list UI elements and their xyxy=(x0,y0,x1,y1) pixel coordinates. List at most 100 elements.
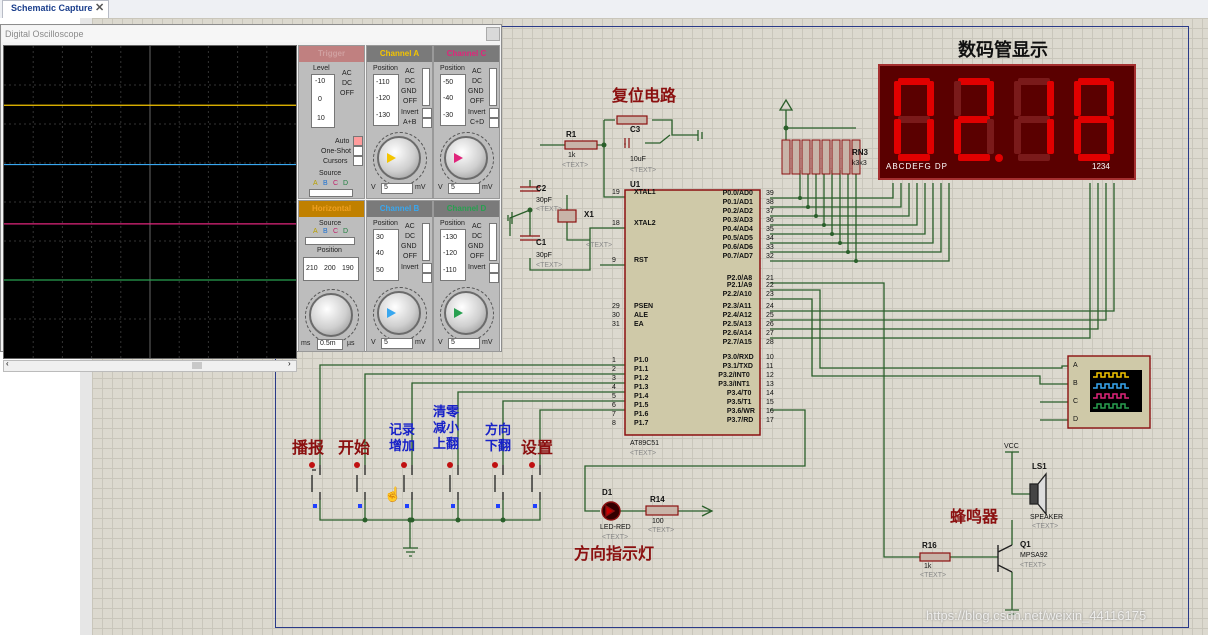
trigger-mode-ac[interactable]: AC xyxy=(342,70,352,77)
channel-d-coupling-switch[interactable] xyxy=(489,223,497,261)
channel-a-invert-toggle[interactable] xyxy=(422,108,432,118)
button-label-direction: 方向 下翻 xyxy=(485,422,512,453)
channel-c-mode-off[interactable]: OFF xyxy=(470,98,484,105)
channel-a-volts-text: 5 xyxy=(384,184,388,191)
pushbutton-clear[interactable] xyxy=(443,460,465,502)
mcu-pin-name: P2.6/A14 xyxy=(722,330,752,337)
channel-c-invert-toggle[interactable] xyxy=(489,108,499,118)
channel-a-mode-gnd[interactable]: GND xyxy=(401,88,417,95)
channel-b-volts-value: 5 xyxy=(381,338,413,349)
channel-a-volts-knob[interactable] xyxy=(377,136,421,180)
trigger-cursors[interactable]: Cursors xyxy=(323,158,348,165)
channel-d-combine-toggle[interactable] xyxy=(489,273,499,283)
channel-b-combine-toggle[interactable] xyxy=(422,273,432,283)
trigger-source-b[interactable]: B xyxy=(323,180,328,187)
pushbutton-direction[interactable] xyxy=(488,460,510,502)
channel-a-position-label: Position xyxy=(373,65,398,72)
channel-d-volts-knob[interactable] xyxy=(444,291,488,335)
trigger-one-shot-toggle[interactable] xyxy=(353,146,363,156)
channel-b-mode-ac[interactable]: AC xyxy=(405,223,415,230)
mcu-pin-number: 1 xyxy=(612,357,616,364)
channel-c-coupling-switch[interactable] xyxy=(489,68,497,106)
channel-a-coupling-switch[interactable] xyxy=(422,68,430,106)
reset-title: 复位电路 xyxy=(612,88,677,105)
trigger-one-shot[interactable]: One-Shot xyxy=(321,148,351,155)
channel-b-mode-dc[interactable]: DC xyxy=(405,233,416,240)
horizontal-position-spinner[interactable]: 210 200 190 xyxy=(303,257,359,281)
channel-b-volts-knob[interactable] xyxy=(377,291,421,335)
pushbutton-start[interactable] xyxy=(350,460,372,502)
mcu-pin-name: P2.7/A15 xyxy=(722,339,752,346)
channel-c-position-val-mid: -40 xyxy=(443,95,454,102)
mcu-pin-name: EA xyxy=(634,321,644,328)
trigger-source-d[interactable]: D xyxy=(343,180,349,187)
channel-d-position-val-top: -130 xyxy=(443,234,458,241)
r1-ref: R1 xyxy=(566,130,577,139)
channel-a-mode-dc[interactable]: DC xyxy=(405,78,416,85)
horizontal-source-slider[interactable] xyxy=(305,237,355,245)
mcu-pin-number: 25 xyxy=(766,312,774,319)
trigger-level-spinner[interactable]: -10 0 10 xyxy=(311,74,335,128)
channel-c-mode-gnd[interactable]: GND xyxy=(468,88,484,95)
channel-a-position-spinner[interactable]: -110 -120 -130 xyxy=(373,74,399,126)
channel-b-position-spinner[interactable]: 30 40 50 xyxy=(373,229,399,281)
channel-c-position-spinner[interactable]: -50 -40 -30 xyxy=(440,74,466,126)
channel-c-volts-value: 5 xyxy=(448,183,480,194)
scrollbar-thumb[interactable] xyxy=(192,362,202,369)
channel-d-position-spinner[interactable]: -130 -120 -110 xyxy=(440,229,466,281)
scroll-right-icon[interactable]: › xyxy=(288,359,291,368)
horizontal-source-d[interactable]: D xyxy=(343,228,349,235)
channel-c-volts-text: 5 xyxy=(451,184,455,191)
scroll-left-icon[interactable]: ‹ xyxy=(6,359,9,368)
channel-b-mode-off[interactable]: OFF xyxy=(403,253,417,260)
horizontal-source-b[interactable]: B xyxy=(323,228,328,235)
channel-d-mode-ac[interactable]: AC xyxy=(472,223,482,230)
oscilloscope-window[interactable]: Digital Oscilloscope ‹ › Trigger Level -… xyxy=(0,24,502,372)
seven-seg-display[interactable] xyxy=(878,64,1136,180)
r16-text: <TEXT> xyxy=(920,572,947,579)
trigger-mode-off[interactable]: OFF xyxy=(340,90,354,97)
oscilloscope-titlebar[interactable]: Digital Oscilloscope xyxy=(2,26,499,42)
channel-d-mode-gnd[interactable]: GND xyxy=(468,243,484,250)
scope-screen[interactable] xyxy=(3,45,297,359)
trigger-source-c[interactable]: C xyxy=(333,180,339,187)
channel-b-invert-toggle[interactable] xyxy=(422,263,432,273)
pushbutton-broadcast[interactable] xyxy=(305,460,327,502)
channel-c-combine-toggle[interactable] xyxy=(489,118,499,128)
channel-b-mode-gnd[interactable]: GND xyxy=(401,243,417,250)
c1-ref: C1 xyxy=(536,238,547,247)
trigger-mode-dc[interactable]: DC xyxy=(342,80,353,87)
channel-c-mode-dc[interactable]: DC xyxy=(472,78,483,85)
pushbutton-settings[interactable] xyxy=(525,460,547,502)
trigger-source-a[interactable]: A xyxy=(313,180,318,187)
horizontal-source-c[interactable]: C xyxy=(333,228,339,235)
mcu-pin-name: P2.4/A12 xyxy=(722,312,752,319)
trigger-panel: Trigger Level -10 0 10 AC DC OFF Auto On… xyxy=(298,45,365,199)
trigger-source-slider[interactable] xyxy=(309,189,353,197)
tab-schematic-capture[interactable]: Schematic Capture ✕ xyxy=(2,0,109,18)
channel-a-mode-ac[interactable]: AC xyxy=(405,68,415,75)
trigger-auto[interactable]: Auto xyxy=(335,138,350,145)
channel-a-combine-toggle[interactable] xyxy=(422,118,432,128)
horizontal-timebase-knob[interactable] xyxy=(309,293,353,337)
horizontal-position-label: Position xyxy=(317,247,342,254)
channel-a-mode-off[interactable]: OFF xyxy=(403,98,417,105)
channel-d-mode-off[interactable]: OFF xyxy=(470,253,484,260)
close-icon[interactable]: ✕ xyxy=(95,2,105,14)
scope-horizontal-scrollbar[interactable]: ‹ › xyxy=(3,359,297,372)
channel-c-mode-ac[interactable]: AC xyxy=(472,68,482,75)
mcu-body[interactable] xyxy=(624,189,761,436)
horizontal-source-a[interactable]: A xyxy=(313,228,318,235)
channel-d-invert-toggle[interactable] xyxy=(489,263,499,273)
close-icon[interactable] xyxy=(486,27,500,41)
watermark: https://blog.csdn.net/weixin_44116175 xyxy=(926,608,1147,623)
channel-d-mode-dc[interactable]: DC xyxy=(472,233,483,240)
channel-d-unit-mv: mV xyxy=(482,339,493,346)
mcu-pin-number: 6 xyxy=(612,402,616,409)
channel-b-coupling-switch[interactable] xyxy=(422,223,430,261)
trigger-auto-toggle[interactable] xyxy=(353,136,363,146)
mcu-pin-name: P3.5/T1 xyxy=(726,399,752,406)
mcu-pin-number: 38 xyxy=(766,199,774,206)
trigger-cursors-toggle[interactable] xyxy=(353,156,363,166)
channel-c-volts-knob[interactable] xyxy=(444,136,488,180)
